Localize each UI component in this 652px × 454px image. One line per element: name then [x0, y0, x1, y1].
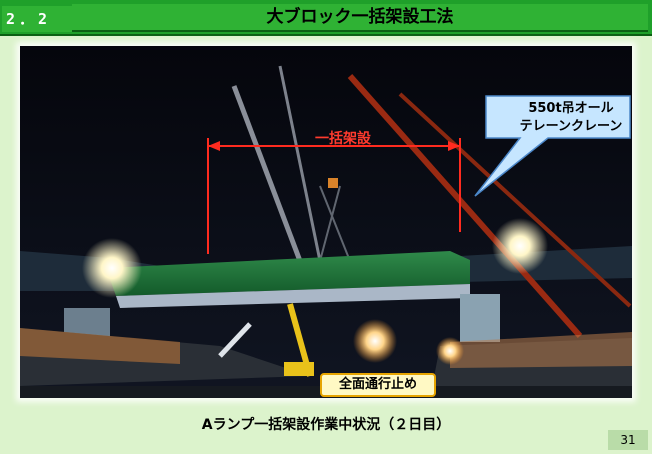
slide-title: 大ブロック一括架設工法: [72, 4, 648, 32]
lifting-cable-2: [319, 185, 341, 262]
photo-illustration: [20, 46, 632, 398]
night-construction-photo: [20, 46, 632, 398]
span-label: 一括架設: [315, 131, 371, 147]
floodlight-right: [492, 218, 548, 274]
crane-callout-line-2: テレーンクレーン: [519, 119, 623, 134]
bridge-block-underside: [116, 284, 470, 308]
floodlight-left: [82, 238, 142, 298]
floodlight-small: [436, 337, 464, 365]
floodlight-center: [353, 319, 397, 363]
crane-boom-right: [347, 74, 583, 338]
bridge-block: [106, 251, 470, 296]
crane-jib-left: [278, 65, 322, 262]
road-closure-label: 全面通行止め: [320, 373, 436, 397]
crane-callout-text: 550t吊オール テレーンクレーン: [512, 100, 630, 136]
mobile-crane-body: [284, 362, 314, 376]
header-bar: 2．2 大ブロック一括架設工法: [0, 0, 652, 36]
pier-right: [460, 294, 500, 342]
crane-callout-bubble: [474, 95, 631, 197]
crane-hook: [328, 178, 338, 188]
crane-boom-right-2: [398, 92, 632, 308]
crane-boom-left: [231, 85, 303, 262]
page-number: 31: [608, 430, 648, 450]
arrow-left-icon: [208, 141, 220, 151]
section-number: 2．2: [2, 6, 76, 32]
photo-caption: Aランプ一括架設作業中状況（２日目）: [201, 417, 451, 433]
lifting-cable-1: [319, 185, 351, 262]
crane-callout-line-1: 550t吊オール: [528, 101, 614, 116]
sound-barrier-left: [20, 328, 180, 364]
arrow-right-icon: [448, 141, 460, 151]
aerial-lift: [218, 322, 252, 358]
sound-barrier-right: [450, 332, 632, 368]
